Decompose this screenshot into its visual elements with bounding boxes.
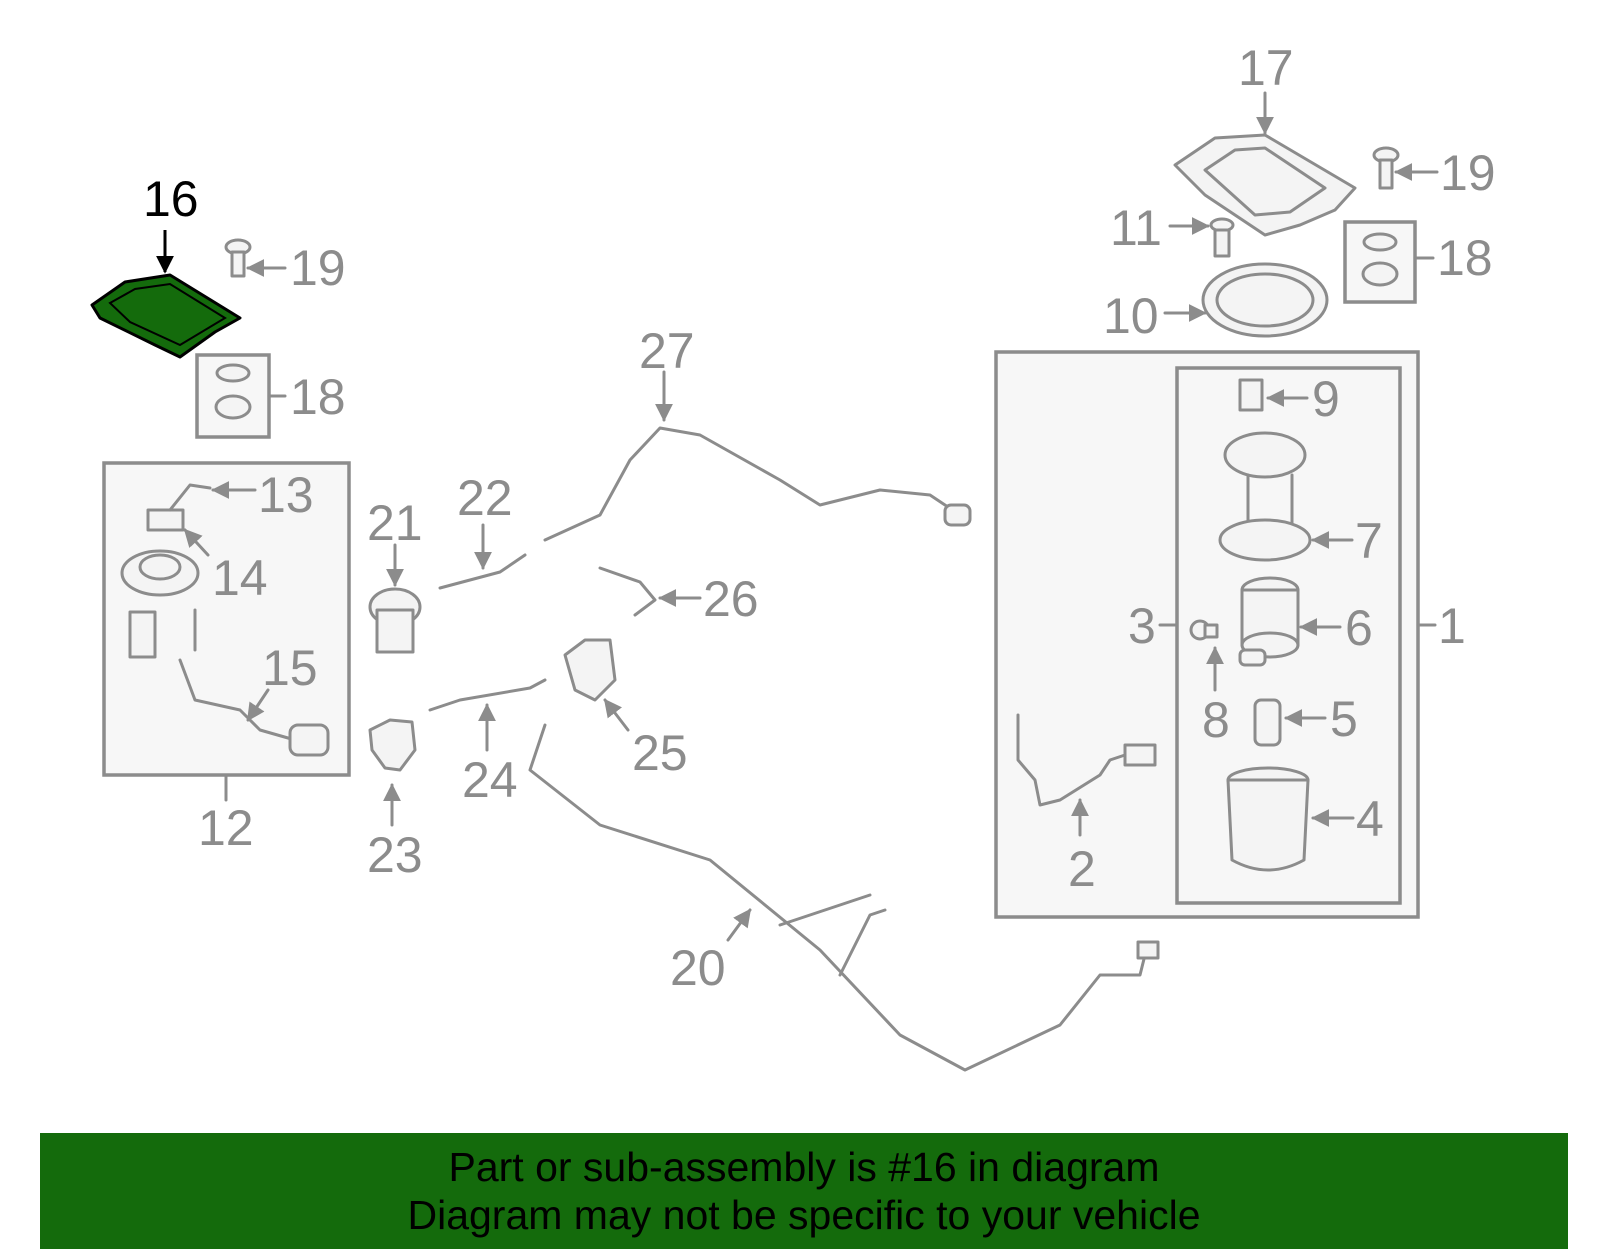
callout-13: 13 xyxy=(258,467,314,523)
box-12 xyxy=(102,461,351,777)
connector-13 xyxy=(146,508,185,532)
callout-19-right: 19 xyxy=(1440,145,1496,201)
callout-19-left: 19 xyxy=(290,240,346,296)
leader-20 xyxy=(726,908,752,942)
flange-7-top xyxy=(1223,431,1307,479)
gasket-10 xyxy=(1201,262,1329,338)
pipe-26 xyxy=(598,566,657,617)
plate-7 xyxy=(1218,518,1312,562)
callout-24: 24 xyxy=(462,752,518,808)
sender-2 xyxy=(1016,713,1142,807)
filter-21 xyxy=(368,587,422,654)
callout-14: 14 xyxy=(212,550,268,606)
washer-18-left xyxy=(215,363,251,383)
callout-5: 5 xyxy=(1330,691,1358,747)
callout-22: 22 xyxy=(457,470,513,526)
hose-22 xyxy=(438,553,527,590)
callout-1: 1 xyxy=(1438,598,1466,654)
callout-26: 26 xyxy=(703,571,759,627)
callout-20: 20 xyxy=(670,940,726,996)
callout-17: 17 xyxy=(1238,40,1294,96)
leader-15 xyxy=(246,688,270,722)
callout-18-left: 18 xyxy=(290,369,346,425)
wire-13 xyxy=(168,483,212,512)
callout-11: 11 xyxy=(1110,200,1162,256)
filter-5 xyxy=(1253,698,1282,747)
leader-14 xyxy=(183,528,210,557)
callout-7: 7 xyxy=(1355,513,1383,569)
info-banner: Part or sub-assembly is #16 in diagram D… xyxy=(40,1133,1568,1249)
callout-8: 8 xyxy=(1202,692,1230,748)
part-16-cover-highlighted xyxy=(90,273,242,359)
callout-15: 15 xyxy=(262,640,318,696)
bracket-25 xyxy=(563,638,617,702)
hose-27 xyxy=(543,426,962,542)
reservoir-4 xyxy=(1226,778,1310,872)
callout-6: 6 xyxy=(1345,600,1373,656)
banner-line-2: Diagram may not be specific to your vehi… xyxy=(407,1192,1201,1238)
cover-17 xyxy=(1173,133,1357,237)
callout-3: 3 xyxy=(1128,598,1156,654)
callout-23: 23 xyxy=(367,827,423,883)
callout-2: 2 xyxy=(1068,841,1096,897)
harness-20 xyxy=(528,723,1147,1072)
harness-15 xyxy=(178,658,297,742)
callout-10: 10 xyxy=(1103,288,1159,344)
callout-9: 9 xyxy=(1312,371,1340,427)
banner-line-1: Part or sub-assembly is #16 in diagram xyxy=(448,1144,1160,1190)
callout-12: 12 xyxy=(198,800,254,856)
bracket-23 xyxy=(368,718,417,772)
callout-27: 27 xyxy=(639,323,695,379)
nut-18-left xyxy=(214,394,252,420)
connector-9 xyxy=(1238,378,1264,412)
leader-25 xyxy=(603,698,630,732)
callout-18-right: 18 xyxy=(1437,230,1493,286)
callout-21: 21 xyxy=(367,495,423,551)
callout-25: 25 xyxy=(632,725,688,781)
callout-16: 16 xyxy=(143,171,199,227)
callout-4: 4 xyxy=(1356,791,1384,847)
hose-24 xyxy=(428,678,547,712)
bolt-19-left xyxy=(224,238,252,278)
